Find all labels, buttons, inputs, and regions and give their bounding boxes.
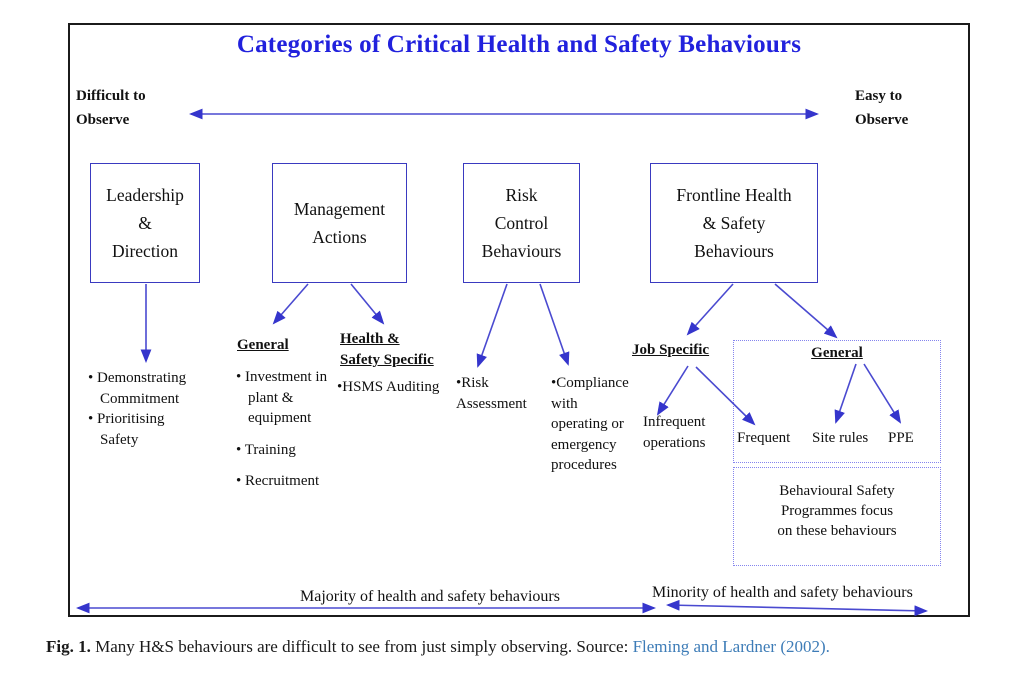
box-line: Behaviours xyxy=(694,241,774,261)
hsms-auditing-item: •HSMS Auditing xyxy=(337,379,440,395)
site-rules-item: Site rules xyxy=(812,430,869,446)
management-general-heading: General xyxy=(237,337,289,353)
caption-text: Many H&S behaviours are difficult to see… xyxy=(95,637,629,656)
frontline-hs-behaviours-box: Frontline Health & Safety Behaviours xyxy=(650,163,818,283)
bullet-item: • Recruitment xyxy=(236,473,320,489)
compliance-item: •Compliance with operating or emergency … xyxy=(551,375,629,473)
difficult-to-observe-label: Difficult to Observe xyxy=(76,84,146,132)
difficult-line2: Observe xyxy=(76,112,130,128)
management-general-list: • Investment in plant & equipment • Trai… xyxy=(236,367,336,492)
frontline-general-heading: General xyxy=(811,345,863,361)
behavioural-safety-note-box: Behavioural Safety Programmes focus on t… xyxy=(733,467,941,566)
note-line: on these behaviours xyxy=(777,523,897,539)
box-line: Risk xyxy=(505,185,538,205)
box-line: Control xyxy=(494,213,549,233)
risk-control-behaviours-box: Risk Control Behaviours xyxy=(463,163,580,283)
heading-line: Health & xyxy=(340,331,400,347)
box-line: Behaviours xyxy=(481,241,562,261)
management-hs-specific-heading: Health & Safety Specific xyxy=(340,329,434,371)
box-line: Management xyxy=(293,199,386,219)
easy-to-observe-label: Easy to Observe xyxy=(855,84,908,132)
caption-fig-label: Fig. 1. xyxy=(46,637,91,656)
leadership-direction-box: Leadership & Direction xyxy=(90,163,200,283)
leadership-bullet-list: • Demonstrating Commitment • Prioritisin… xyxy=(88,368,206,450)
box-line: & xyxy=(138,213,152,233)
bullet-item: • Training xyxy=(236,441,296,458)
bullet-item: • Prioritising Safety xyxy=(88,411,165,448)
majority-label: Majority of health and safety behaviours xyxy=(300,588,560,605)
job-specific-heading: Job Specific xyxy=(632,342,710,358)
easy-line2: Observe xyxy=(855,112,909,128)
heading-line: Safety Specific xyxy=(340,352,434,368)
box-line: Frontline Health xyxy=(676,185,792,205)
ppe-item: PPE xyxy=(888,430,914,446)
easy-line1: Easy to xyxy=(855,88,903,104)
box-line: Actions xyxy=(312,227,367,247)
difficult-line1: Difficult to xyxy=(76,88,146,104)
risk-assessment-item: •Risk Assessment xyxy=(456,375,527,412)
caption-source-link[interactable]: Fleming and Lardner (2002). xyxy=(632,637,830,656)
figure-title: Categories of Critical Health and Safety… xyxy=(236,31,802,58)
box-line: Direction xyxy=(111,241,179,261)
bullet-item: • Demonstrating Commitment xyxy=(88,370,187,407)
box-line: & Safety xyxy=(702,213,766,233)
box-line: Leadership xyxy=(106,185,184,205)
management-actions-box: Management Actions xyxy=(272,163,407,283)
note-line: Behavioural Safety xyxy=(779,483,895,499)
note-line: Programmes focus xyxy=(780,503,894,519)
frequent-item: Frequent xyxy=(737,430,791,446)
bullet-item: • Investment in plant & equipment xyxy=(236,369,328,426)
figure-caption: Fig. 1. Many H&S behaviours are difficul… xyxy=(46,637,986,657)
minority-label: Minority of health and safety behaviours xyxy=(652,584,913,601)
infrequent-operations-item: Infrequent operations xyxy=(643,414,706,451)
